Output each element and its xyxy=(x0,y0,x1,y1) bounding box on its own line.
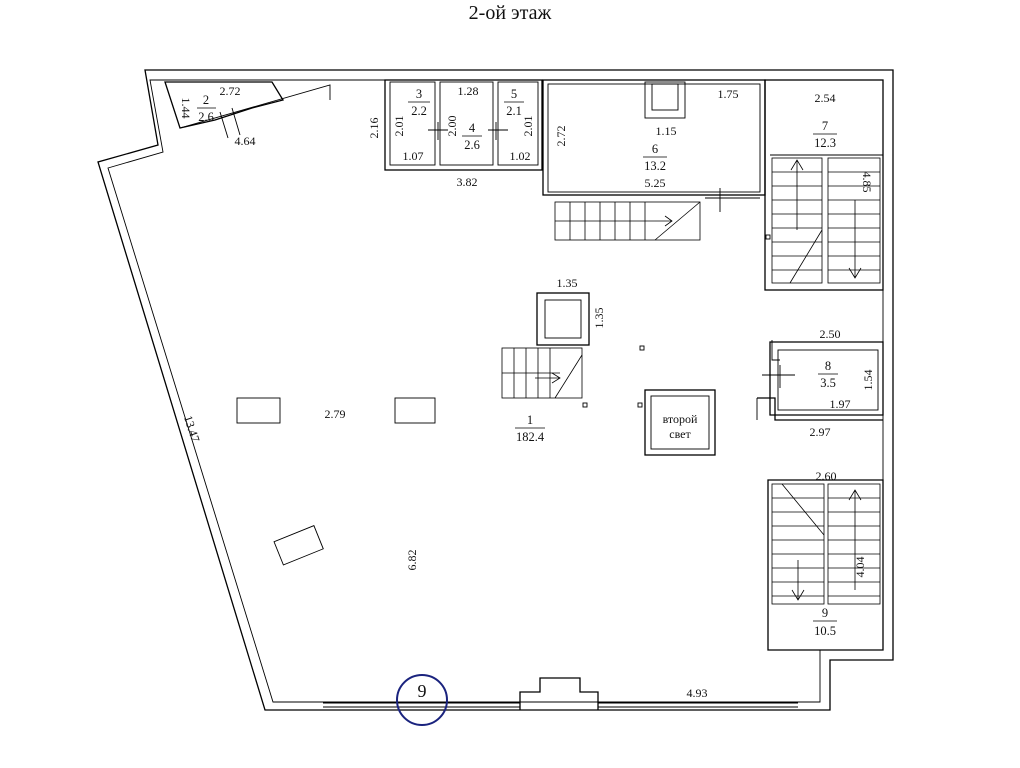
bottom-entrance-bay xyxy=(519,677,599,710)
room-9-walls xyxy=(767,479,884,651)
room-label-2: 2 2.6 xyxy=(197,93,216,124)
dim-2-50: 2.50 xyxy=(820,327,841,341)
svg-text:2.2: 2.2 xyxy=(411,104,427,118)
central-stair xyxy=(501,347,583,399)
column-3 xyxy=(273,525,324,566)
room-label-7: 7 12.3 xyxy=(813,119,837,150)
room-label-4: 4 2.6 xyxy=(462,121,482,152)
svg-text:13.2: 13.2 xyxy=(644,159,666,173)
svg-text:4: 4 xyxy=(469,121,476,135)
dim-5-25: 5.25 xyxy=(645,176,666,190)
room-label-6: 6 13.2 xyxy=(643,142,667,173)
stair-room-6 xyxy=(554,201,701,241)
svg-text:1: 1 xyxy=(527,413,533,427)
rooms-3-4-5-block xyxy=(384,79,543,171)
dim-1-44: 1.44 xyxy=(179,98,193,119)
svg-text:182.4: 182.4 xyxy=(516,430,545,444)
dim-2-79: 2.79 xyxy=(325,407,346,421)
dim-2-00: 2.00 xyxy=(445,116,459,137)
dim-2-60: 2.60 xyxy=(816,469,837,483)
outer-wall-inner xyxy=(107,79,884,703)
dim-2-72-top: 2.72 xyxy=(220,84,241,98)
dim-1-07: 1.07 xyxy=(403,149,424,163)
void-label-line1: второй xyxy=(663,412,698,426)
svg-text:3: 3 xyxy=(416,87,422,101)
room-2-door xyxy=(231,107,241,136)
dim-2-01-left: 2.01 xyxy=(392,116,406,137)
room-7-walls xyxy=(764,79,884,291)
dim-1-35-v: 1.35 xyxy=(592,308,606,329)
dim-2-72-r6: 2.72 xyxy=(554,126,568,147)
dim-1-97: 1.97 xyxy=(830,397,851,411)
dim-1-54: 1.54 xyxy=(861,370,875,391)
svg-text:7: 7 xyxy=(822,119,828,133)
room-4-walls xyxy=(439,81,494,166)
dim-2-97: 2.97 xyxy=(810,425,831,439)
dim-6-82: 6.82 xyxy=(405,550,419,571)
dim-1-75: 1.75 xyxy=(718,87,739,101)
dim-4-93: 4.93 xyxy=(687,686,708,700)
svg-text:6: 6 xyxy=(652,142,658,156)
dim-13-47: 13.47 xyxy=(181,414,203,444)
svg-text:5: 5 xyxy=(511,87,517,101)
dim-1-35-h: 1.35 xyxy=(557,276,578,290)
room-8-walls xyxy=(769,341,884,416)
room-label-8: 8 3.5 xyxy=(818,359,838,390)
dim-1-02: 1.02 xyxy=(510,149,531,163)
stair-room-7 xyxy=(771,157,881,284)
central-shaft xyxy=(536,292,590,346)
svg-text:3.5: 3.5 xyxy=(820,376,836,390)
dim-4-04: 4.04 xyxy=(853,557,867,578)
outer-wall xyxy=(97,69,894,711)
floor-title: 2-ой этаж xyxy=(468,2,552,24)
svg-text:8: 8 xyxy=(825,359,831,373)
svg-text:12.3: 12.3 xyxy=(814,136,836,150)
svg-text:9: 9 xyxy=(822,606,828,620)
room-2-walls xyxy=(164,81,285,129)
svg-text:2.6: 2.6 xyxy=(198,110,214,124)
dim-2-01-right: 2.01 xyxy=(521,116,535,137)
room-label-5: 5 2.1 xyxy=(504,87,524,118)
room-2-wall-segment xyxy=(179,84,331,129)
room-label-3: 3 2.2 xyxy=(408,87,430,118)
dim-4-85: 4.85 xyxy=(860,172,874,193)
svg-text:2: 2 xyxy=(203,93,209,107)
double-height-void xyxy=(644,389,716,456)
marker-circle xyxy=(396,674,448,726)
room-label-1: 1 182.4 xyxy=(515,413,545,444)
room-label-9: 9 10.5 xyxy=(813,606,837,638)
stair-room-9 xyxy=(771,483,881,605)
svg-text:10.5: 10.5 xyxy=(814,624,836,638)
dim-4-64: 4.64 xyxy=(235,134,256,148)
column-1 xyxy=(236,397,281,424)
svg-text:2.1: 2.1 xyxy=(506,104,522,118)
void-label-line2: свет xyxy=(669,427,691,441)
room-6-shaft xyxy=(644,81,686,119)
svg-text:2.6: 2.6 xyxy=(464,138,480,152)
dim-2-54: 2.54 xyxy=(815,91,836,105)
dim-2-16: 2.16 xyxy=(367,118,381,139)
room-5-walls xyxy=(497,81,539,166)
bottom-window xyxy=(323,702,798,708)
dim-1-15: 1.15 xyxy=(656,124,677,138)
room-3-walls xyxy=(389,81,436,166)
dim-1-28: 1.28 xyxy=(458,84,479,98)
dim-3-82: 3.82 xyxy=(457,175,478,189)
marker-label: 9 xyxy=(418,681,427,701)
column-2 xyxy=(394,397,436,424)
